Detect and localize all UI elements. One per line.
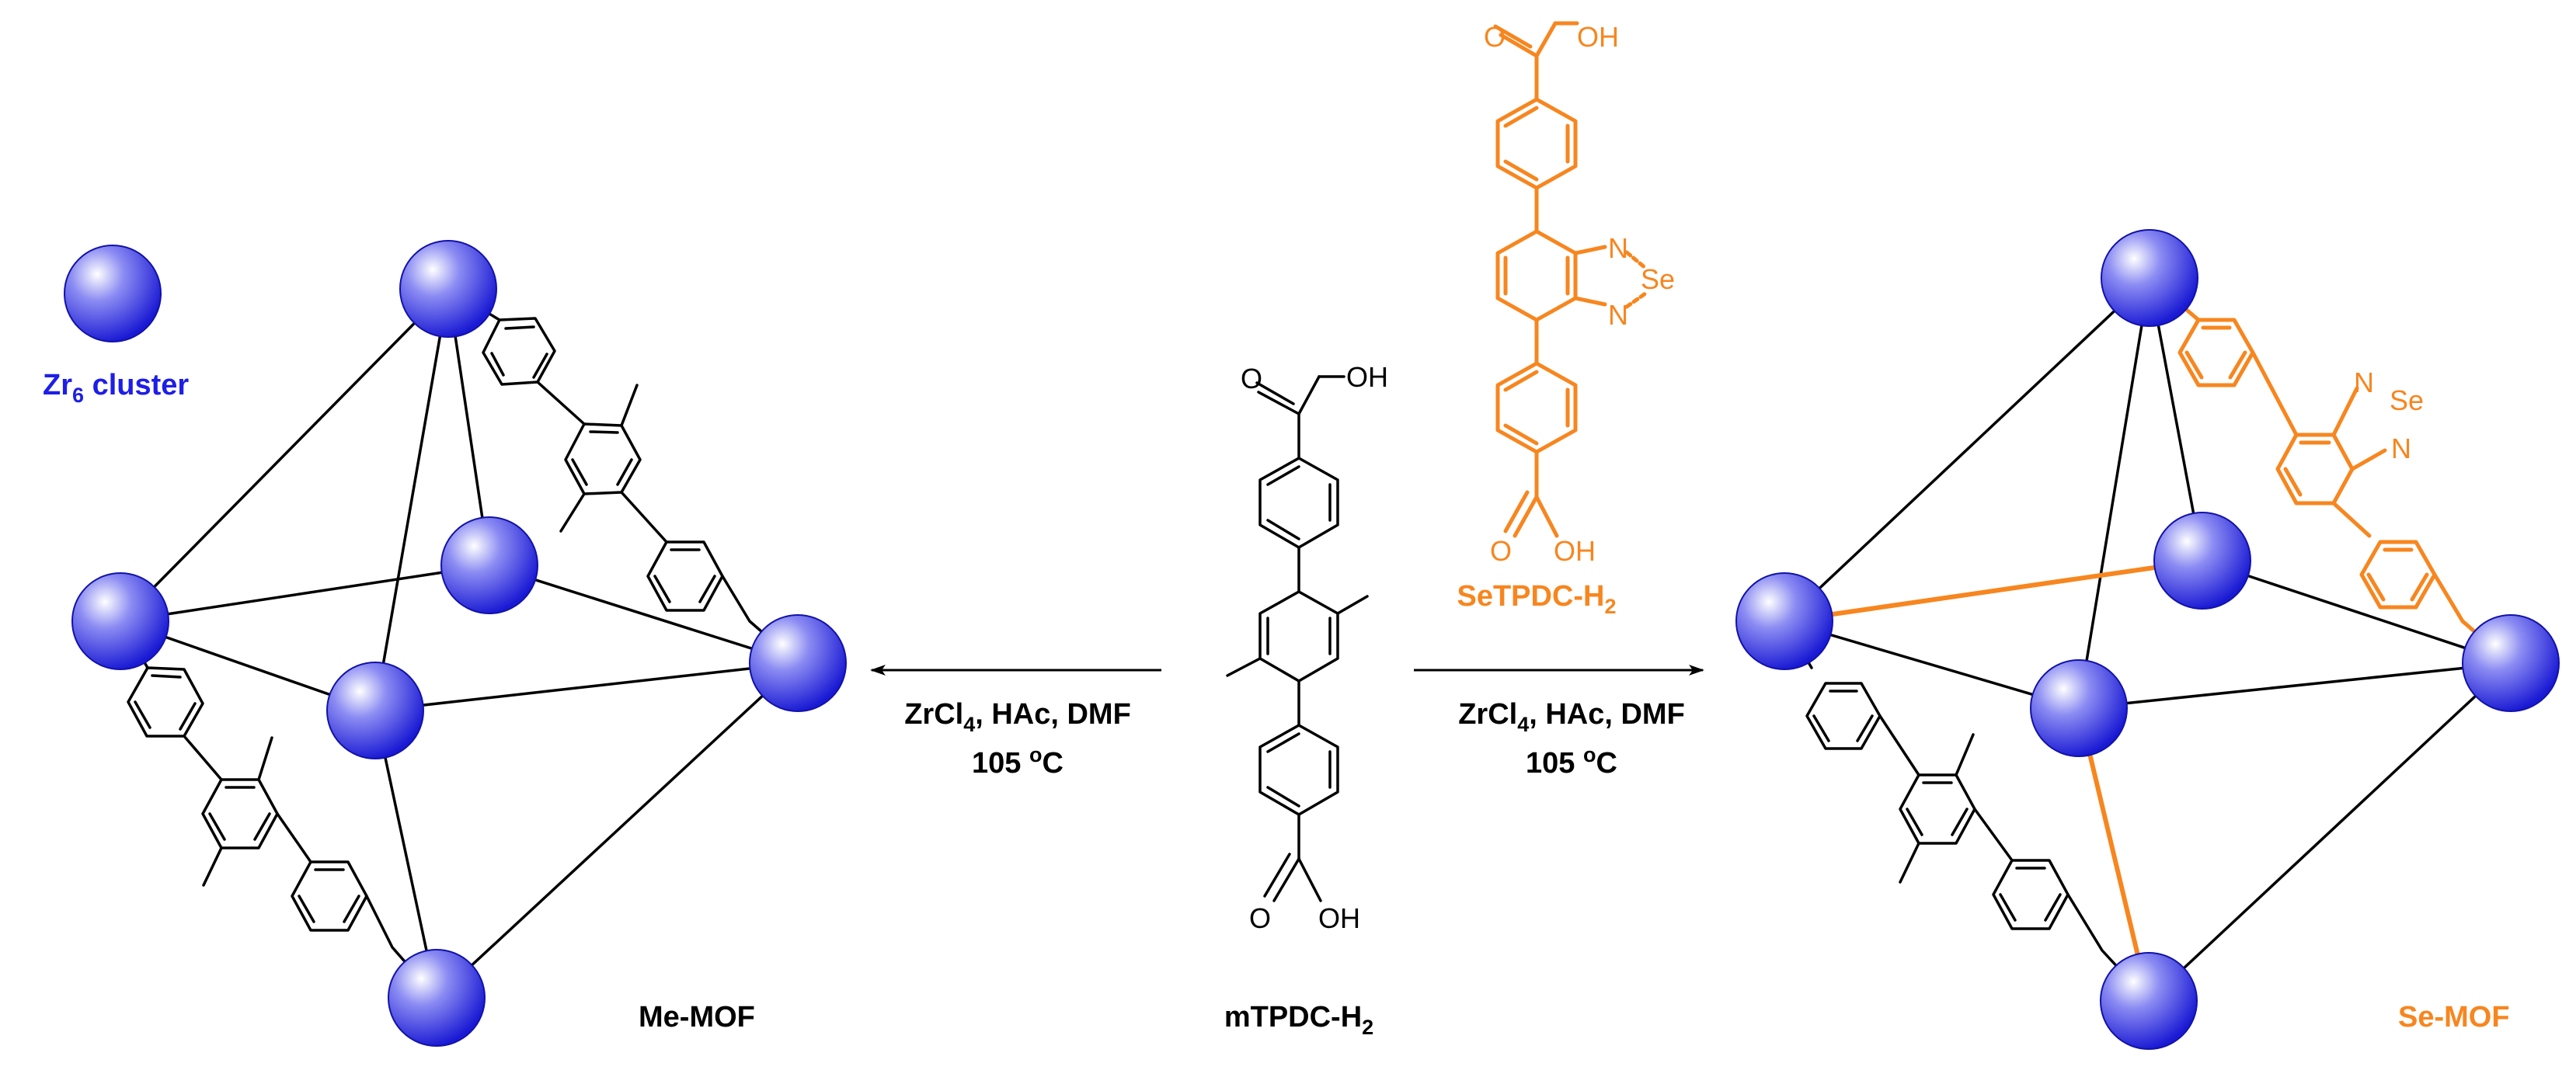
se-mof-linker-upper: N Se N <box>2147 276 2513 665</box>
mtpdc-linker-structure: O OH O OH mTPDC-H2 <box>1224 361 1388 1039</box>
se-mof-label: Se-MOF <box>2398 1001 2510 1034</box>
me-mof-linker-upper <box>447 287 799 665</box>
zr6-cluster-sphere-legend <box>64 245 162 342</box>
me-mof-edges <box>119 287 799 999</box>
zr6-cluster-sphere <box>440 516 538 614</box>
atom-oh: OH <box>1554 535 1596 567</box>
me-mof-octahedron: Me-MOF <box>71 240 847 1047</box>
atom-oh: OH <box>1346 361 1388 393</box>
zr6-cluster-sphere <box>1735 572 1833 670</box>
atom-n: N <box>2354 367 2374 398</box>
zr6-cluster-sphere <box>2030 659 2128 757</box>
zr6-cluster-sphere <box>399 240 497 338</box>
zr6-cluster-sphere <box>388 949 486 1047</box>
atom-n: N <box>1608 232 1628 264</box>
zr6-cluster-sphere <box>749 614 847 712</box>
atom-se: Se <box>2390 384 2424 416</box>
atom-o: O <box>1241 363 1262 394</box>
zr6-cluster-sphere <box>2100 952 2198 1050</box>
atom-o: O <box>1484 21 1506 53</box>
atom-oh: OH <box>1577 21 1619 53</box>
right-conditions-line1: ZrCl4, HAc, DMF <box>1458 698 1685 736</box>
me-mof-label: Me-MOF <box>639 1001 755 1034</box>
setpdc-label: SeTPDC-H2 <box>1457 580 1616 618</box>
atom-oh: OH <box>1318 902 1360 934</box>
right-conditions-line2: 105 oC <box>1526 743 1617 780</box>
zr6-cluster-sphere <box>2462 614 2560 712</box>
left-conditions-line1: ZrCl4, HAc, DMF <box>904 698 1131 736</box>
atom-se: Se <box>1641 263 1675 295</box>
zr6-cluster-sphere <box>2101 229 2198 327</box>
mtpdc-label: mTPDC-H2 <box>1224 1001 1373 1039</box>
legend-label: Zr6 cluster <box>43 369 189 407</box>
zr6-cluster-sphere <box>326 662 424 759</box>
left-reaction-arrow: ZrCl4, HAc, DMF 105 oC <box>870 665 1161 780</box>
se-mof-octahedron: N Se N Se-MOF <box>1735 229 2560 1050</box>
zr6-cluster-sphere <box>2153 512 2251 610</box>
setpdc-linker-structure: O OH N N Se O OH SeTPDC-H2 <box>1457 21 1675 618</box>
legend: Zr6 cluster <box>43 245 189 407</box>
atom-o: O <box>1490 535 1512 567</box>
atom-n: N <box>1608 299 1628 331</box>
right-reaction-arrow: ZrCl4, HAc, DMF 105 oC <box>1414 665 1704 780</box>
left-conditions-line2: 105 oC <box>972 743 1063 780</box>
atom-o: O <box>1249 902 1271 934</box>
atom-n: N <box>2391 433 2411 464</box>
zr6-cluster-sphere <box>71 572 169 670</box>
